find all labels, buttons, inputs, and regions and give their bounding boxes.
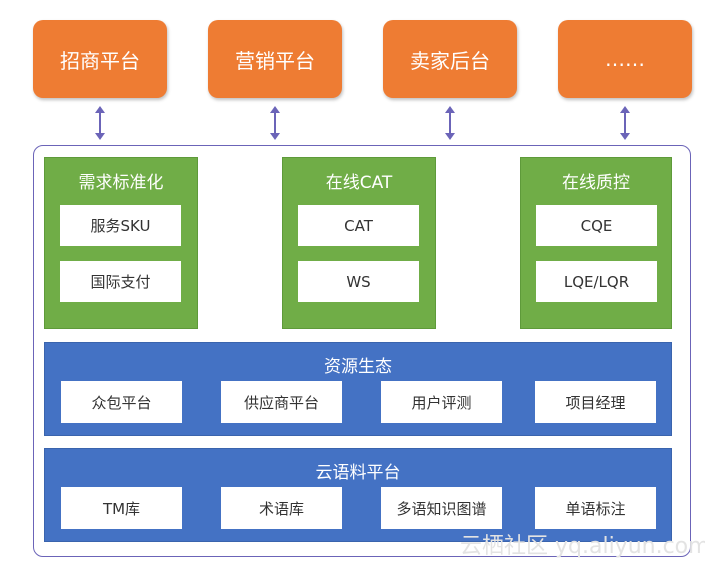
double-arrow-icon [445, 106, 455, 140]
module-title: 在线CAT [325, 173, 393, 193]
module-title: 在线质控 [562, 173, 630, 193]
platform-zhaoshang: 招商平台 [33, 20, 167, 98]
system-frame [33, 145, 691, 557]
module-online-cat: 在线CAT CAT WS [282, 157, 436, 329]
platform-yingxiao: 营销平台 [208, 20, 342, 98]
module-item: 国际支付 [60, 261, 181, 302]
platform-label: 招商平台 [60, 48, 140, 73]
layer-corpus-platform: 云语料平台 TM库 术语库 多语知识图谱 单语标注 [44, 448, 672, 542]
platform-label: 卖家后台 [410, 48, 490, 73]
layer-item: 术语库 [221, 487, 342, 529]
module-online-qc: 在线质控 CQE LQE/LQR [520, 157, 672, 329]
module-title: 需求标准化 [78, 173, 164, 193]
double-arrow-icon [95, 106, 105, 140]
platform-label: 营销平台 [235, 48, 315, 73]
double-arrow-icon [270, 106, 280, 140]
layer-item: 项目经理 [535, 381, 656, 423]
platform-more: …… [558, 20, 692, 98]
layer-item: 用户评测 [381, 381, 502, 423]
layer-item: 供应商平台 [221, 381, 342, 423]
watermark: 云栖社区 yq.aliyun.com [460, 534, 705, 559]
layer-title: 资源生态 [324, 357, 392, 377]
layer-item: 多语知识图谱 [381, 487, 502, 529]
module-item: WS [298, 261, 419, 302]
layer-item: 单语标注 [535, 487, 656, 529]
module-item: CAT [298, 205, 419, 246]
module-item: 服务SKU [60, 205, 181, 246]
double-arrow-icon [620, 106, 630, 140]
module-demand-standardization: 需求标准化 服务SKU 国际支付 [44, 157, 198, 329]
platform-maijia: 卖家后台 [383, 20, 517, 98]
module-item: CQE [536, 205, 657, 246]
layer-item: 众包平台 [61, 381, 182, 423]
layer-resource-ecology: 资源生态 众包平台 供应商平台 用户评测 项目经理 [44, 342, 672, 436]
layer-item: TM库 [61, 487, 182, 529]
layer-title: 云语料平台 [315, 463, 401, 483]
module-item: LQE/LQR [536, 261, 657, 302]
platform-label: …… [605, 47, 645, 71]
